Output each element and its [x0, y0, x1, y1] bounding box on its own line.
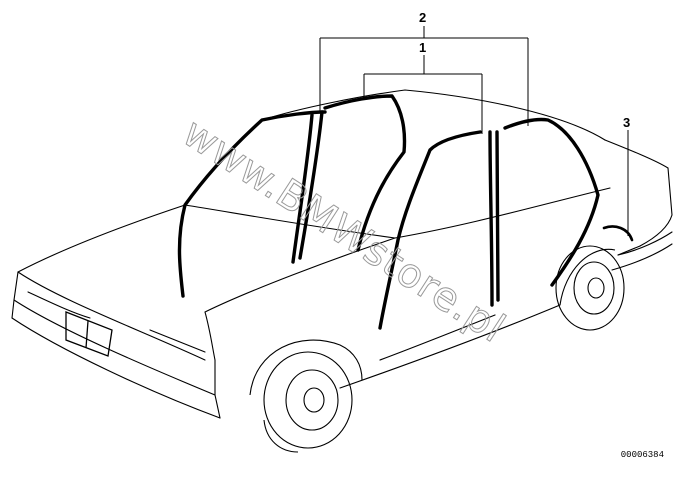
b-pillar-seal-front-inner — [291, 113, 314, 264]
rear-door-front-seal — [378, 130, 482, 330]
callout-1: 1 — [419, 40, 426, 55]
front-wheel — [249, 339, 363, 453]
front-door-frame-seal — [323, 94, 407, 252]
wheel-arch-trim — [602, 225, 634, 242]
callout-3: 3 — [623, 115, 630, 130]
b-pillar-seal-front — [298, 110, 324, 260]
licence-plate — [65, 311, 113, 357]
callout-leaders — [319, 26, 629, 236]
watermark-text: www.BMWstore.pl — [175, 110, 514, 352]
door-seals — [177, 94, 600, 330]
car-body — [11, 89, 673, 419]
part-number: 00006384 — [620, 450, 664, 460]
b-pillar-seal-rear-outer — [495, 130, 500, 302]
rear-door-frame-seal — [503, 117, 600, 287]
callout-2: 2 — [419, 10, 426, 25]
b-pillar-seal-rear — [488, 130, 494, 307]
a-pillar-seal — [177, 110, 327, 298]
rear-wheel — [555, 245, 625, 331]
